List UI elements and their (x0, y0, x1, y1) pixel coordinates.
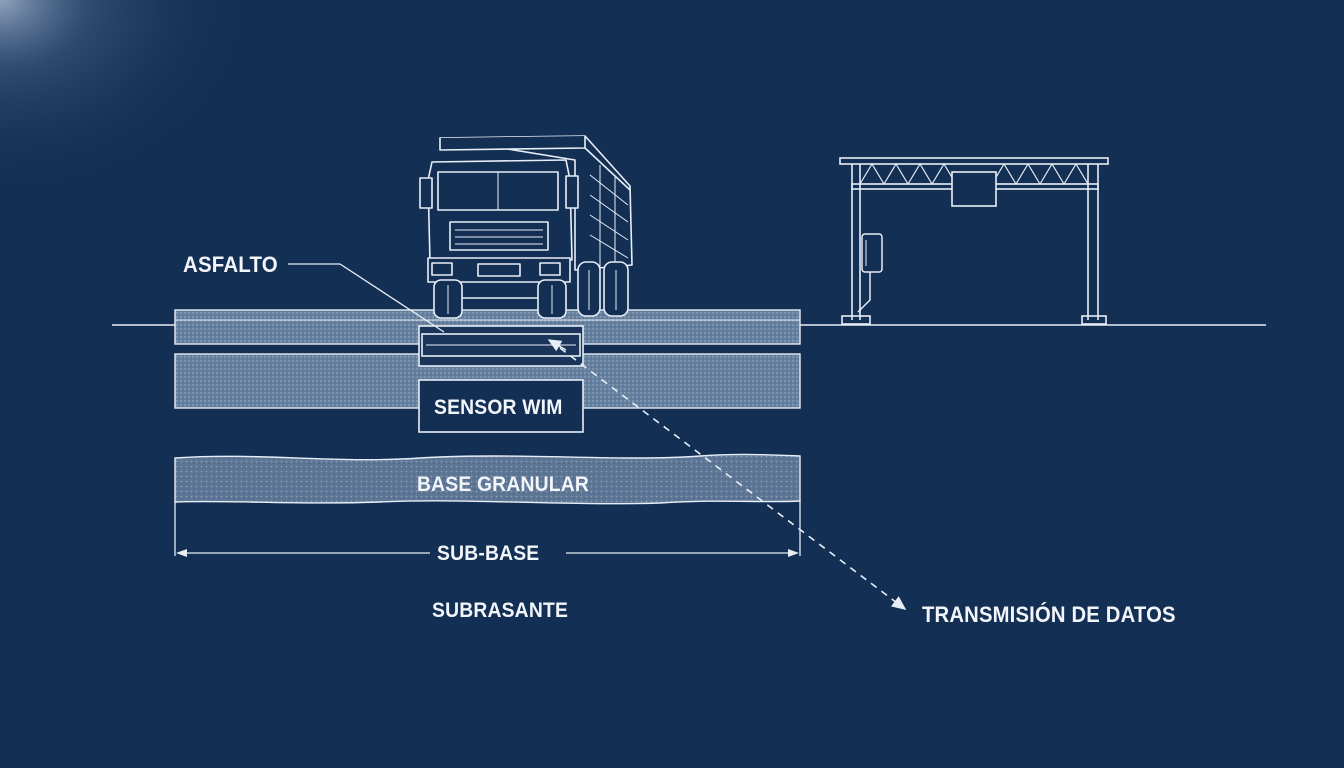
corner-glow (0, 0, 260, 200)
sub-base-label: SUB-BASE (437, 542, 540, 565)
base-granular-label: BASE GRANULAR (417, 473, 589, 496)
transmission-arrow-tail (547, 339, 567, 352)
subrasante-label: SUBRASANTE (432, 599, 569, 622)
dump-truck-icon (419, 135, 633, 319)
roadside-cabinet-icon (857, 233, 883, 313)
asfalto-label: ASFALTO (183, 252, 278, 277)
sensor-wim-label: SENSOR WIM (434, 396, 563, 419)
asfalto-leader (288, 263, 445, 333)
gantry-icon (839, 157, 1109, 325)
transmision-datos-label: TRANSMISIÓN DE DATOS (922, 602, 1176, 627)
